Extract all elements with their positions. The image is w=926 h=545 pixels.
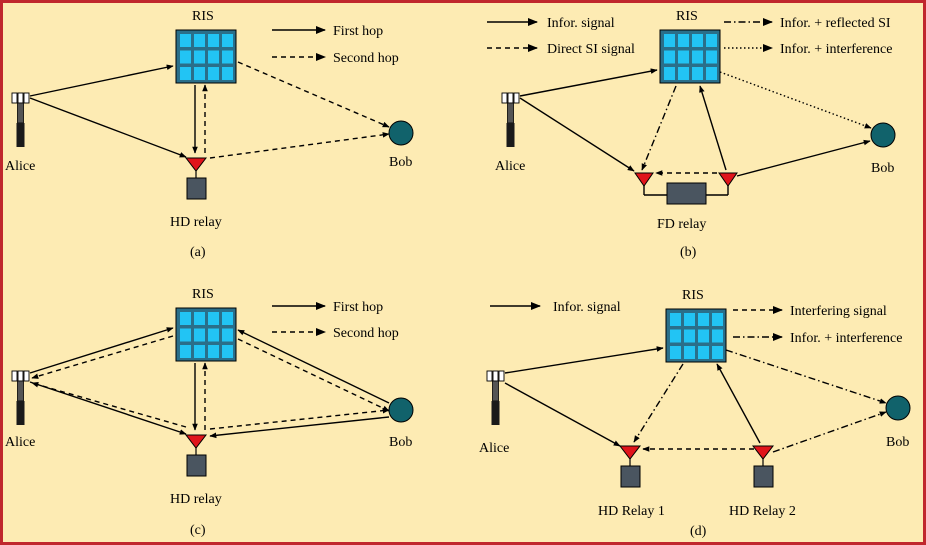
caption: (d) (690, 524, 707, 539)
bob-relay-arrow (209, 416, 390, 439)
panel-b: RIS Alice Bob FD relay (b) Infor. signal… (487, 9, 896, 260)
alice-ris-arrow (504, 346, 664, 374)
legend-interfering-label: Interfering signal (790, 304, 887, 319)
ris-bob-arrow (719, 71, 872, 129)
legend-infor-signal-label: Infor. signal (547, 16, 615, 31)
ris-alice-arrow (31, 335, 174, 379)
alice-relay1-arrow (504, 382, 621, 447)
alice-antenna-icon (501, 92, 520, 147)
legend-second-hop-label: Second hop (333, 51, 399, 66)
relay-bob-arrow (209, 407, 390, 430)
relay2-ris-arrow (716, 363, 761, 444)
relay1-icon (618, 445, 642, 488)
relay-tx-ris-arrow (699, 85, 727, 171)
alice-antenna-icon (11, 92, 30, 147)
legend-first-hop-label: First hop (333, 300, 383, 315)
legend-infor-signal-label: Infor. signal (553, 300, 621, 315)
bob-label: Bob (871, 161, 894, 176)
caption: (c) (190, 523, 206, 538)
relay2-bob-arrow (772, 411, 887, 453)
panel-d: RIS Alice HD Relay 1 HD Relay 2 Bob (d) … (479, 288, 911, 539)
bob-label: Bob (389, 155, 412, 170)
alice-relay-arrow (29, 97, 187, 158)
ris-bob-arrow (237, 61, 390, 128)
ris-bob-arrow (237, 338, 390, 412)
bob-node (870, 122, 896, 148)
ris-label: RIS (676, 9, 698, 24)
alice-label: Alice (479, 441, 509, 456)
legend-direct-si-label: Direct SI signal (547, 42, 635, 57)
alice-antenna-icon (11, 370, 30, 425)
bob-node (388, 120, 414, 146)
alice-ris-arrow (519, 68, 658, 97)
alice-label: Alice (495, 159, 525, 174)
alice-label: Alice (5, 435, 35, 450)
alice-relay-arrow (519, 97, 635, 172)
relay-icon (184, 434, 208, 477)
ris-panel (175, 29, 237, 84)
bob-label: Bob (389, 435, 412, 450)
relay-icon (184, 157, 208, 200)
panel-a: RIS Alice HD relay Bob (a) First hop Sec… (5, 9, 414, 260)
relay-bob-arrow (736, 139, 871, 177)
ris-panel (665, 308, 727, 363)
panel-c: RIS Alice HD relay Bob (c) First hop Sec… (5, 287, 414, 538)
ris-panel (175, 307, 237, 362)
bob-ris-arrow (237, 329, 390, 404)
bob-label: Bob (886, 435, 909, 450)
relay-label: FD relay (657, 217, 706, 232)
relay2-icon (751, 445, 775, 488)
legend-second-hop-label: Second hop (333, 326, 399, 341)
relay-label: HD relay (170, 215, 222, 230)
relay1-label: HD Relay 1 (598, 504, 665, 519)
bob-node (885, 395, 911, 421)
ris-panel (659, 29, 721, 84)
caption: (b) (680, 245, 697, 260)
bob-node (388, 397, 414, 423)
fd-relay-icon (634, 172, 738, 205)
ris-label: RIS (192, 287, 214, 302)
alice-antenna-icon (486, 370, 505, 425)
caption: (a) (190, 245, 206, 260)
relay2-label: HD Relay 2 (729, 504, 796, 519)
ris-relay-rx-arrow (641, 85, 677, 171)
alice-label: Alice (5, 159, 35, 174)
alice-ris-arrow (29, 327, 174, 374)
relay-bob-arrow (209, 132, 390, 159)
relay-label: HD relay (170, 492, 222, 507)
ris-label: RIS (682, 288, 704, 303)
legend-infor-interference-label: Infor. + interference (790, 331, 902, 346)
legend-reflected-si-label: Infor. + reflected SI (780, 16, 891, 31)
ris-relay1-arrow (633, 363, 684, 443)
legend-interference-label: Infor. + interference (780, 42, 892, 57)
alice-relay-arrow (29, 381, 187, 435)
ris-label: RIS (192, 9, 214, 24)
alice-ris-arrow (29, 64, 174, 97)
legend-first-hop-label: First hop (333, 24, 383, 39)
